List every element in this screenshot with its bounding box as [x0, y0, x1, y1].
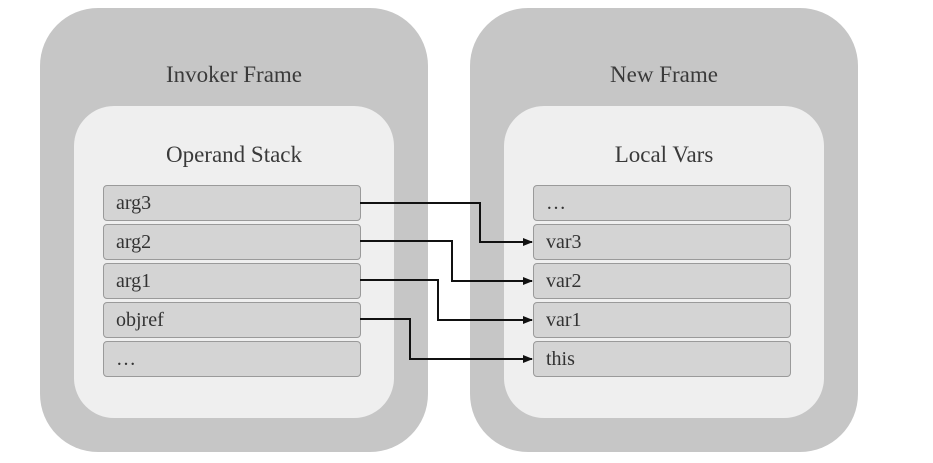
operand-slot-arg2: arg2 [103, 224, 361, 260]
local-vars-panel: Local Vars … var3 var2 var1 this [504, 106, 824, 418]
local-var-slot-var1: var1 [533, 302, 791, 338]
arrow-objref-to-this [360, 318, 533, 363]
local-vars-title: Local Vars [614, 142, 714, 167]
local-var-slot-var3: var3 [533, 224, 791, 260]
arrow-arg1-to-var1 [360, 279, 533, 324]
local-var-slot-var2: var2 [533, 263, 791, 299]
new-frame-title: New Frame [610, 62, 718, 87]
new-frame: New Frame Local Vars … var3 var2 var1 th… [470, 8, 858, 452]
local-vars-slots: … var3 var2 var1 this [533, 185, 791, 380]
arrow-arg2-to-var2 [360, 240, 533, 285]
invoker-frame: Invoker Frame Operand Stack arg3 arg2 ar… [40, 8, 428, 452]
local-var-slot-ellipsis: … [533, 185, 791, 221]
invoker-frame-title: Invoker Frame [165, 62, 303, 87]
operand-slot-ellipsis: … [103, 341, 361, 377]
arrow-arg3-to-var3 [360, 202, 533, 246]
operand-stack-slots: arg3 arg2 arg1 objref … [103, 185, 361, 380]
operand-stack-panel: Operand Stack arg3 arg2 arg1 objref … [74, 106, 394, 418]
operand-slot-arg1: arg1 [103, 263, 361, 299]
local-var-slot-this: this [533, 341, 791, 377]
operand-stack-title: Operand Stack [165, 142, 303, 167]
operand-slot-objref: objref [103, 302, 361, 338]
operand-slot-arg3: arg3 [103, 185, 361, 221]
